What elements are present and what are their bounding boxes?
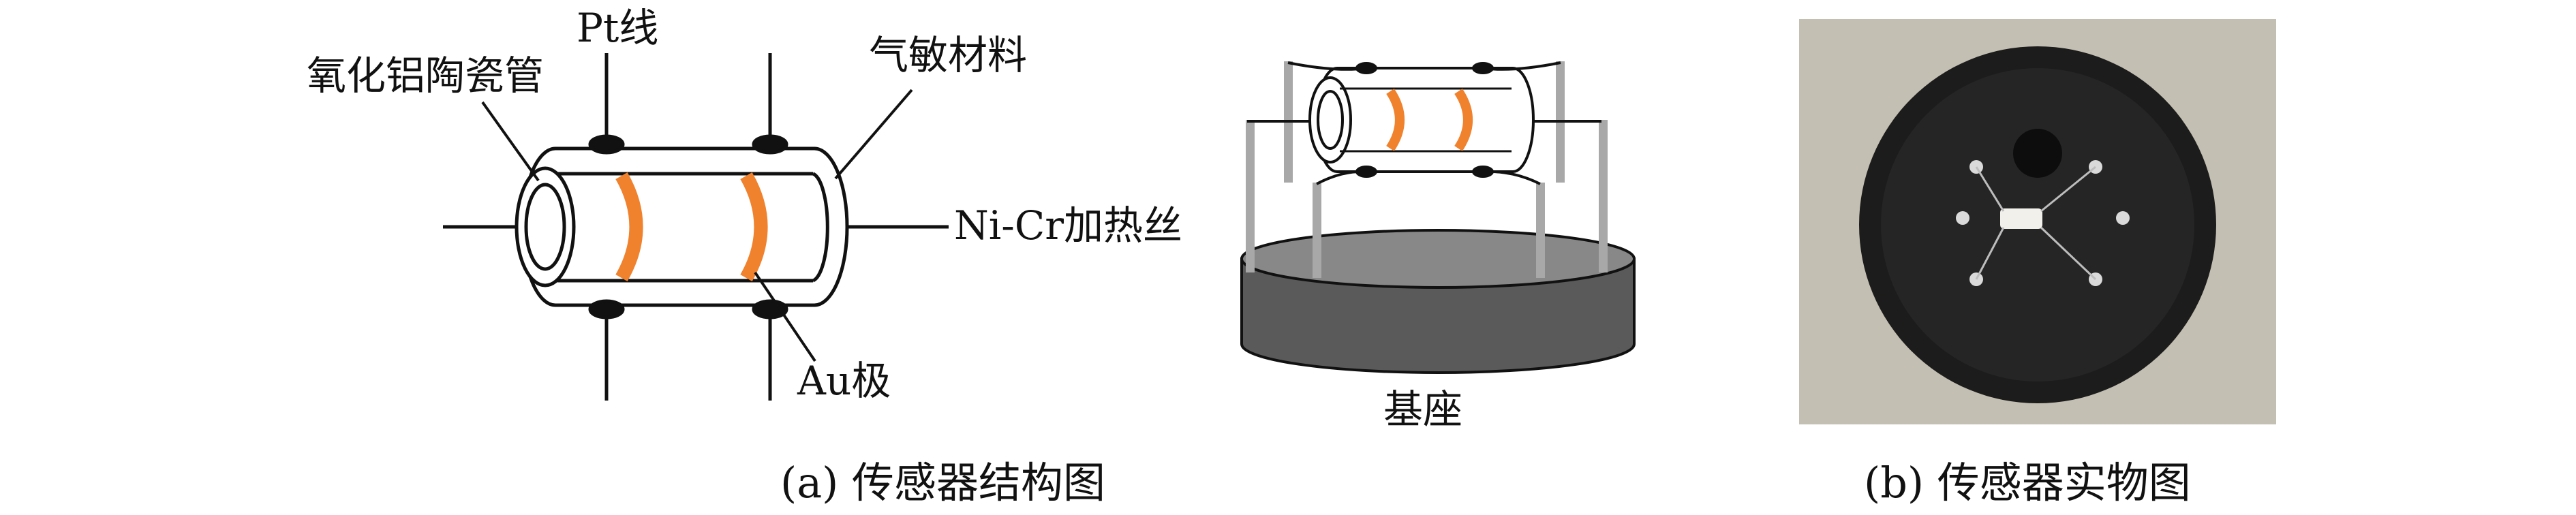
label-au-electrode: Au极 [797, 358, 891, 404]
label-base: 基座 [1383, 386, 1463, 433]
caption-b: (b) 传感器实物图 [1864, 458, 2191, 508]
base-top [1240, 229, 1636, 289]
base-pin-1 [1246, 120, 1255, 272]
leader-au [754, 271, 816, 362]
base-pin-6 [1536, 183, 1545, 278]
au-electrode-left [615, 172, 643, 281]
solder-top-left [588, 134, 625, 155]
tube-end-inner [524, 183, 566, 271]
base-pin-4 [1599, 120, 1608, 272]
label-sensing-material: 气敏材料 [869, 32, 1028, 78]
base-pin-5 [1313, 183, 1321, 278]
label-alumina-tube: 氧化铝陶瓷管 [307, 52, 545, 99]
solder-bottom-left [588, 299, 625, 319]
sensor-on-base-drawing [1240, 61, 1636, 374]
au-electrode-right [740, 172, 768, 281]
sensor-photo [1799, 19, 2276, 424]
photo-sensor-tube [2000, 208, 2042, 229]
inner-bore [557, 172, 813, 283]
sensor-structure-drawing [443, 53, 949, 401]
leader-alumina [481, 101, 540, 182]
label-heater: Ni-Cr加热丝 [954, 202, 1183, 249]
label-pt-wire: Pt线 [577, 5, 659, 51]
solder-top-right [752, 134, 788, 155]
leader-sensing [834, 89, 913, 180]
base-body [1240, 258, 1636, 374]
caption-a: (a) 传感器结构图 [780, 458, 1106, 508]
